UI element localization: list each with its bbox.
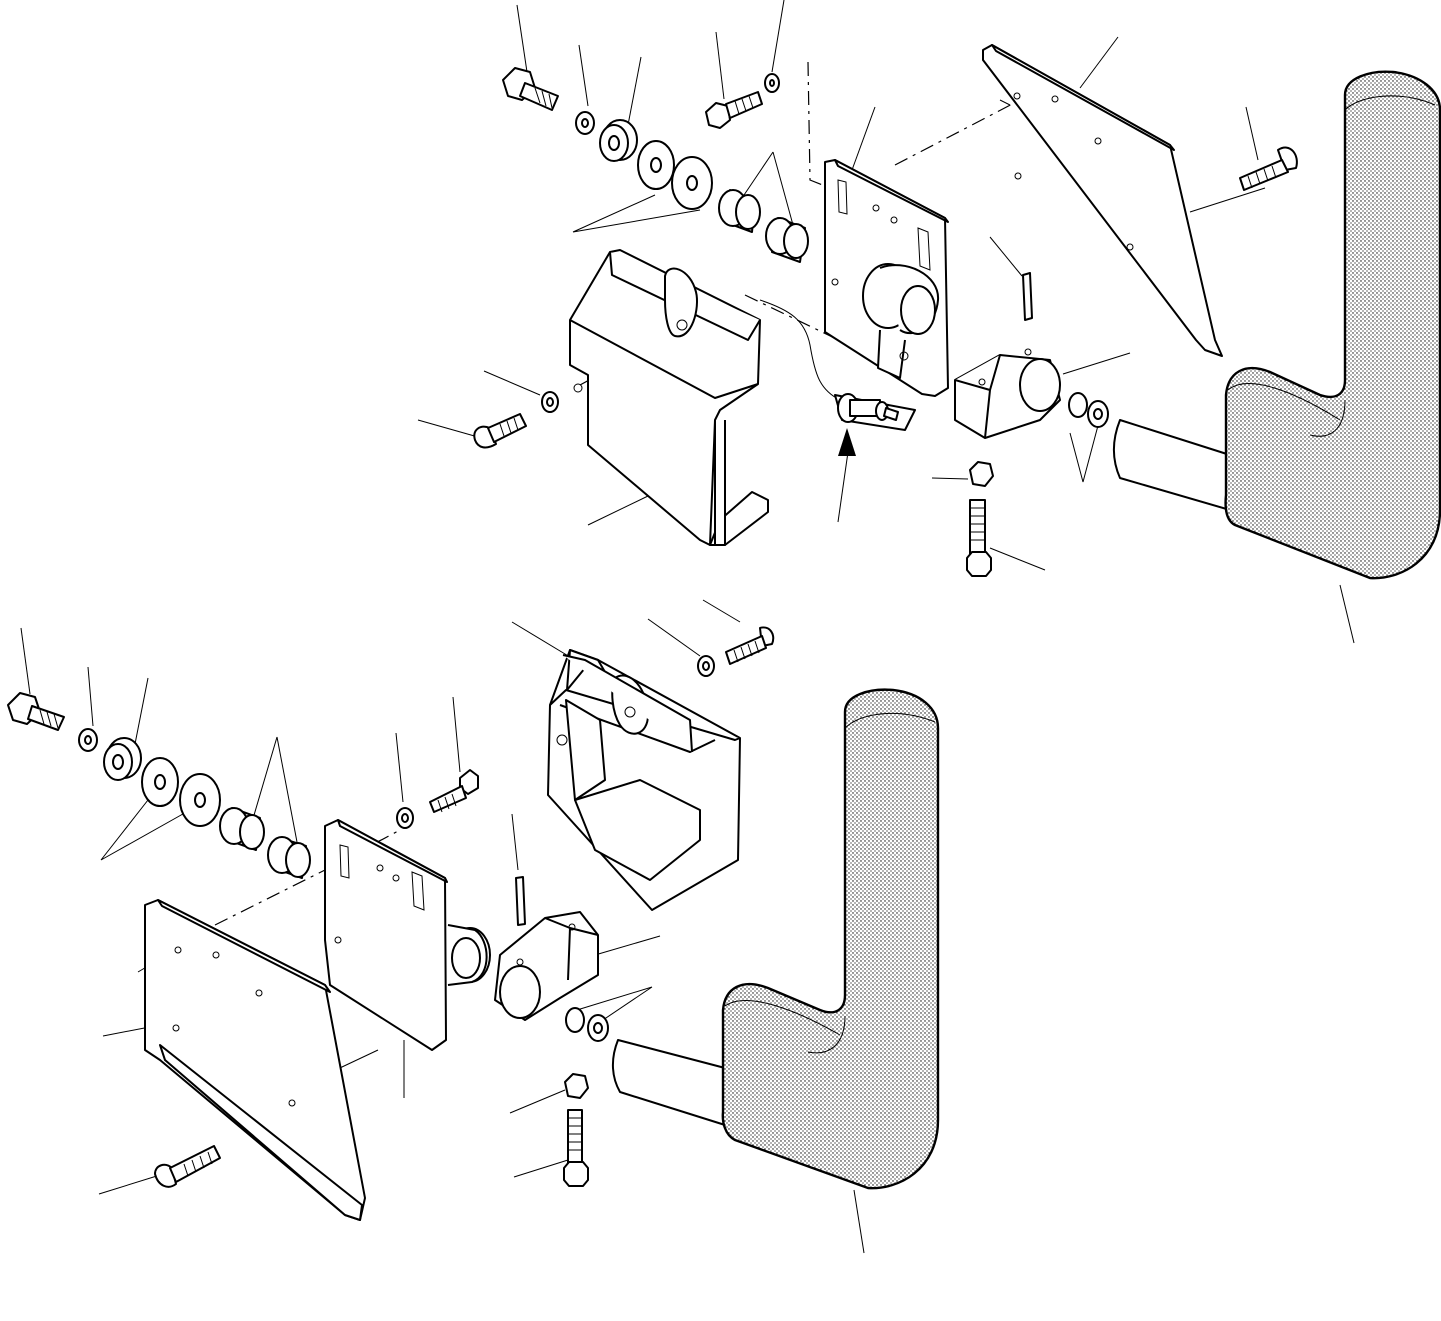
pedal-plate xyxy=(982,44,1223,357)
pedal-bracket xyxy=(824,159,949,397)
washer xyxy=(565,1007,609,1042)
clamp-block xyxy=(954,348,1061,439)
countersunk-screw xyxy=(1239,146,1298,191)
upper-leader-lines xyxy=(417,0,1355,644)
washer xyxy=(1068,392,1109,428)
bushing xyxy=(718,189,809,263)
flat-washer xyxy=(637,140,713,210)
pedal-shaft xyxy=(1113,419,1231,511)
clamp-block xyxy=(494,911,599,1021)
bushing xyxy=(219,807,311,879)
thick-washer xyxy=(599,119,638,162)
limit-switch xyxy=(759,299,916,431)
pedal-bracket xyxy=(324,819,491,1051)
cap-screw xyxy=(429,769,479,813)
pedal-pad xyxy=(721,688,940,1190)
pedal-shaft xyxy=(612,1039,726,1126)
hex-bolt xyxy=(966,499,992,577)
pedal-plate xyxy=(144,899,366,1221)
hex-nut xyxy=(564,1073,589,1099)
pedal-cover xyxy=(569,249,769,546)
flat-washer xyxy=(141,757,221,827)
lower-pedal-assembly xyxy=(7,599,940,1254)
thick-washer xyxy=(103,737,142,781)
hex-bolt xyxy=(563,1109,589,1187)
pedal-pad xyxy=(1224,70,1441,580)
roll-pin xyxy=(1022,272,1033,321)
pedal-cover xyxy=(547,649,741,911)
hex-bolt xyxy=(7,692,65,731)
countersunk-screw xyxy=(725,626,775,665)
cap-screw xyxy=(154,1145,221,1188)
roll-pin xyxy=(515,876,526,926)
arrow-icon xyxy=(838,428,856,456)
countersunk-screw xyxy=(473,413,527,449)
upper-pedal-assembly xyxy=(417,0,1441,644)
hex-nut xyxy=(969,461,994,487)
cap-screw xyxy=(705,91,763,129)
hex-bolt xyxy=(502,67,559,111)
